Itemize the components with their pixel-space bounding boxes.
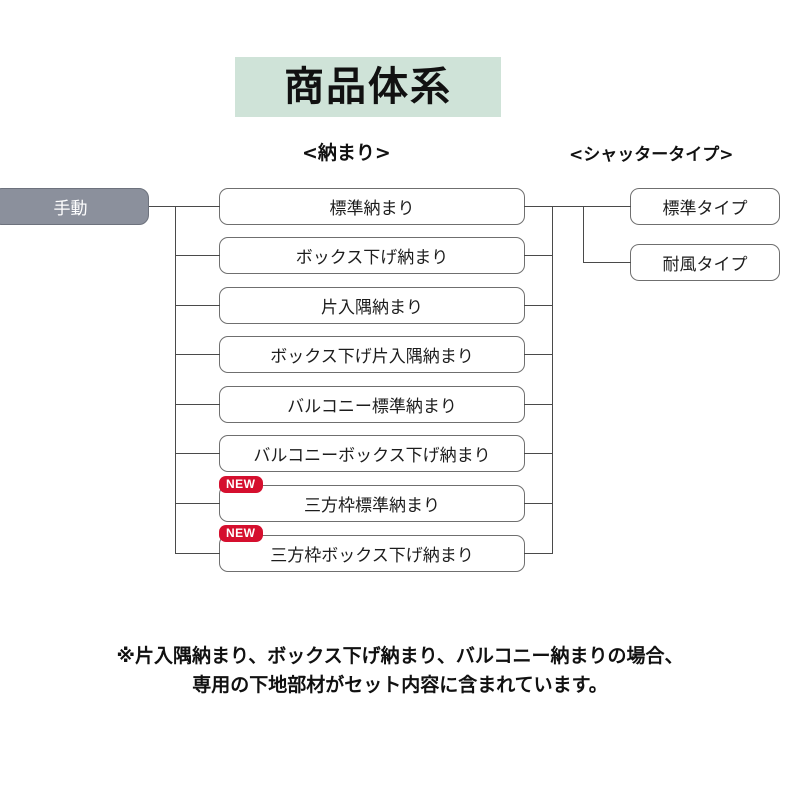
connector-branch-right-6 xyxy=(524,453,553,454)
root-node-manual[interactable]: 手動 xyxy=(0,188,149,225)
new-badge-osamari-8: NEW xyxy=(219,525,263,542)
node-osamari-label-8: 三方枠ボックス下げ納まり xyxy=(270,546,474,566)
new-badge-osamari-7: NEW xyxy=(219,476,263,493)
node-shutter-type-1[interactable]: 標準タイプ xyxy=(630,188,780,225)
connector-branch-right-1 xyxy=(524,206,553,207)
node-shutter-type-2[interactable]: 耐風タイプ xyxy=(630,244,780,281)
connector-split-to-type-1 xyxy=(583,206,631,207)
connector-trunk-to-split xyxy=(552,206,584,207)
connector-branch-left-1 xyxy=(175,206,220,207)
root-node-label: 手動 xyxy=(53,199,88,219)
node-osamari-2[interactable]: ボックス下げ納まり xyxy=(219,237,525,274)
connector-split-to-type-2 xyxy=(583,262,631,263)
footer-note-line-2: 専用の下地部材がセット内容に含まれています。 xyxy=(192,674,608,697)
connector-right-trunk xyxy=(552,206,553,554)
connector-branch-left-8 xyxy=(175,553,220,554)
connector-split-vertical xyxy=(583,206,584,262)
connector-branch-right-8 xyxy=(524,553,553,554)
node-osamari-label-3: 片入隅納まり xyxy=(321,298,423,318)
node-osamari-6[interactable]: バルコニーボックス下げ納まり xyxy=(219,435,525,472)
connector-branch-right-2 xyxy=(524,255,553,256)
node-osamari-1[interactable]: 標準納まり xyxy=(219,188,525,225)
connector-branch-left-7 xyxy=(175,503,220,504)
connector-branch-right-7 xyxy=(524,503,553,504)
connector-branch-left-6 xyxy=(175,453,220,454)
page-title: 商品体系 xyxy=(284,64,452,110)
node-osamari-8[interactable]: 三方枠ボックス下げ納まり xyxy=(219,535,525,572)
node-osamari-label-6: バルコニーボックス下げ納まり xyxy=(253,446,491,466)
column-header-osamari: <納まり> xyxy=(302,142,391,164)
column-header-shutter-type: <シャッタータイプ> xyxy=(569,145,734,165)
node-osamari-label-2: ボックス下げ納まり xyxy=(295,248,449,268)
connector-branch-right-3 xyxy=(524,305,553,306)
node-shutter-type-label-2: 耐風タイプ xyxy=(662,255,748,275)
node-osamari-label-5: バルコニー標準納まり xyxy=(287,397,457,417)
node-osamari-label-1: 標準納まり xyxy=(329,199,415,219)
footer-note: ※片入隅納まり、ボックス下げ納まり、バルコニー納まりの場合、 専用の下地部材がセ… xyxy=(0,642,800,701)
connector-branch-left-4 xyxy=(175,354,220,355)
connector-branch-left-5 xyxy=(175,404,220,405)
node-osamari-label-7: 三方枠標準納まり xyxy=(304,496,440,516)
node-osamari-7[interactable]: 三方枠標準納まり xyxy=(219,485,525,522)
connector-branch-right-4 xyxy=(524,354,553,355)
connector-root-to-trunk xyxy=(149,206,176,207)
connector-branch-left-2 xyxy=(175,255,220,256)
node-osamari-5[interactable]: バルコニー標準納まり xyxy=(219,386,525,423)
node-shutter-type-label-1: 標準タイプ xyxy=(662,199,748,219)
node-osamari-4[interactable]: ボックス下げ片入隅納まり xyxy=(219,336,525,373)
node-osamari-label-4: ボックス下げ片入隅納まり xyxy=(270,347,474,367)
footer-note-line-1: ※片入隅納まり、ボックス下げ納まり、バルコニー納まりの場合、 xyxy=(116,645,684,667)
node-osamari-3[interactable]: 片入隅納まり xyxy=(219,287,525,324)
connector-branch-left-3 xyxy=(175,305,220,306)
connector-branch-right-5 xyxy=(524,404,553,405)
page-title-banner: 商品体系 xyxy=(235,57,501,117)
connector-left-trunk xyxy=(175,206,176,554)
